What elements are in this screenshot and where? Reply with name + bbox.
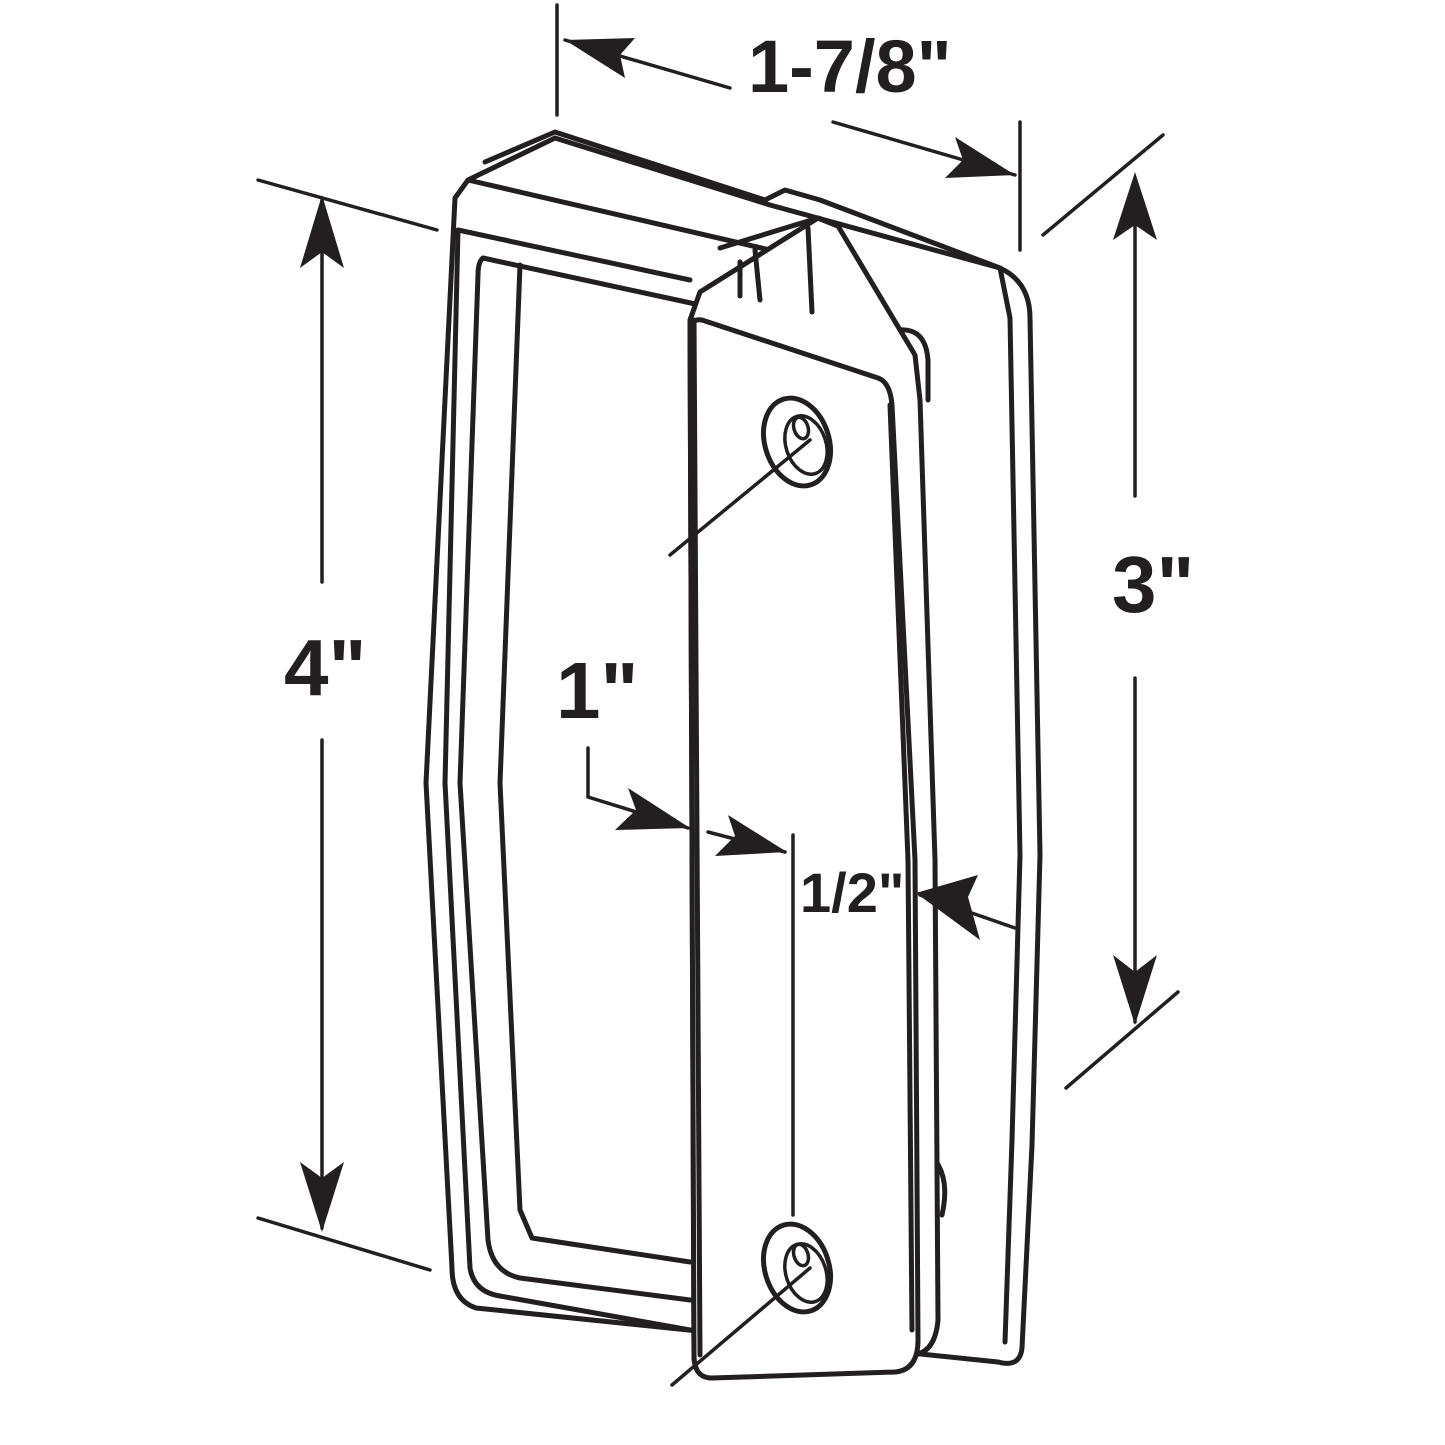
flange-arrow [916, 875, 980, 940]
width-arrow-right [945, 137, 1015, 178]
flange-dimension: 1/2" [800, 861, 1017, 940]
spacing-arrow-down [1113, 955, 1157, 1025]
height-label: 4" [284, 623, 366, 712]
spacing-arrow-up [1113, 172, 1157, 240]
depth-arrow-left [615, 788, 690, 830]
screw-hole-bottom [670, 1221, 833, 1387]
width-dimension: 1-7/8" [555, 3, 1022, 252]
height-arrow-down [300, 1162, 344, 1232]
hole-spacing-label: 3" [1112, 540, 1194, 629]
screw-hole-top [668, 395, 833, 557]
height-dimension: 4" [256, 178, 439, 1272]
width-label: 1-7/8" [748, 25, 952, 108]
pull-depth-dimension: 1" [556, 646, 795, 1217]
flange-label: 1/2" [800, 861, 904, 924]
hole-spacing-dimension: 3" [1041, 133, 1194, 1090]
pull-depth-label: 1" [556, 646, 638, 735]
pull-handle [687, 215, 941, 1381]
width-arrow-left [565, 38, 635, 78]
depth-arrow-right [715, 815, 787, 856]
height-arrow-up [300, 195, 344, 268]
